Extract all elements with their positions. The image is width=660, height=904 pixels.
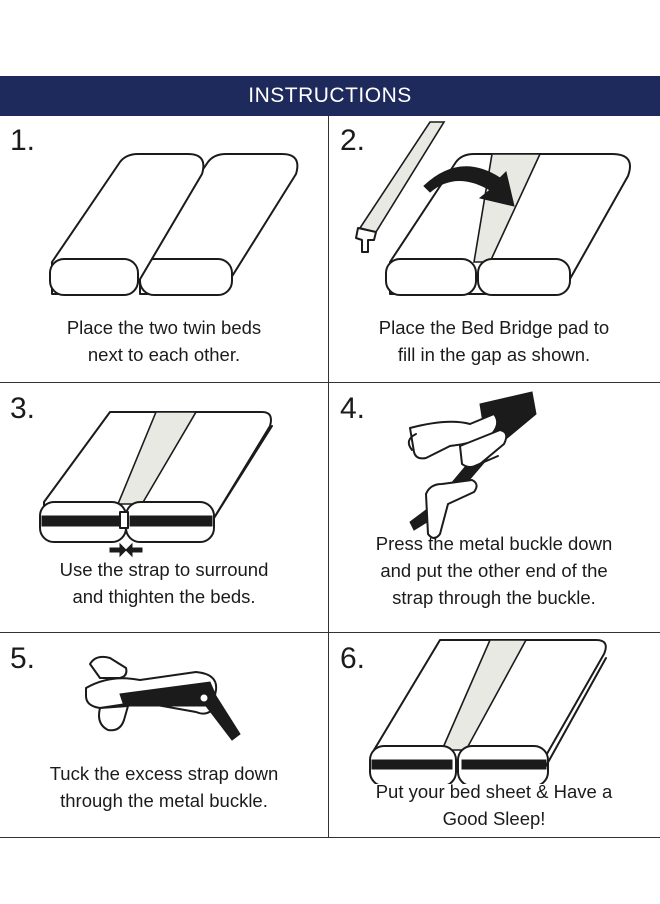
- step-5: 5. Tuck the excess strap down through th…: [0, 634, 328, 838]
- caption-line: fill in the gap as shown.: [397, 344, 591, 365]
- step-caption: Use the strap to surround and thighten t…: [0, 556, 328, 610]
- caption-line: next to each other.: [87, 344, 241, 365]
- step-4: 4. Press the metal buckle down and put t…: [330, 384, 658, 632]
- caption-line: Place the Bed Bridge pad to: [378, 317, 610, 338]
- header-title: INSTRUCTIONS: [248, 84, 412, 107]
- buckle-press-illustration: [407, 391, 537, 539]
- column-divider: [328, 116, 329, 838]
- step-number: 3.: [10, 392, 36, 425]
- finished-bed-illustration: [369, 639, 607, 784]
- step-number: 5.: [10, 642, 36, 675]
- step-number: 6.: [340, 642, 366, 675]
- step-caption: Put your bed sheet & Have a Good Sleep!: [330, 778, 658, 832]
- caption-line: strap through the buckle.: [392, 587, 596, 608]
- caption-line: Good Sleep!: [442, 808, 546, 829]
- instruction-grid: 1. Place the two twin beds next to each …: [0, 116, 660, 838]
- bed-bridge-placement-illustration: [355, 121, 631, 296]
- strap-around-beds-illustration: [39, 411, 273, 558]
- instructions-header: INSTRUCTIONS: [0, 76, 660, 116]
- step-3: 3. Use the strap to surround and thighte…: [0, 384, 328, 632]
- row-divider-2: [0, 632, 660, 633]
- step-caption: Tuck the excess strap down through the m…: [0, 760, 328, 814]
- step-caption: Place the two twin beds next to each oth…: [0, 314, 328, 368]
- caption-line: Place the two twin beds: [66, 317, 262, 338]
- caption-line: Use the strap to surround: [59, 559, 269, 580]
- step-caption: Press the metal buckle down and put the …: [330, 530, 658, 611]
- row-divider-1: [0, 382, 660, 383]
- caption-line: Tuck the excess strap down: [49, 763, 279, 784]
- step-caption: Place the Bed Bridge pad to fill in the …: [330, 314, 658, 368]
- caption-line: and thighten the beds.: [72, 586, 256, 607]
- caption-line: Put your bed sheet & Have a: [375, 781, 613, 802]
- step-2: 2. Place the Bed Bridge pad to fill in t…: [330, 116, 658, 382]
- caption-line: through the metal buckle.: [60, 790, 268, 811]
- twin-beds-illustration: [49, 153, 299, 296]
- tuck-strap-illustration: [85, 655, 241, 741]
- caption-line: and put the other end of the: [380, 560, 608, 581]
- step-1: 1. Place the two twin beds next to each …: [0, 116, 328, 382]
- step-number: 2.: [340, 124, 366, 157]
- caption-line: Press the metal buckle down: [375, 533, 613, 554]
- step-number: 4.: [340, 392, 366, 425]
- step-6: 6. Put your bed sheet & Have a Good Slee…: [330, 634, 658, 838]
- step-number: 1.: [10, 124, 36, 157]
